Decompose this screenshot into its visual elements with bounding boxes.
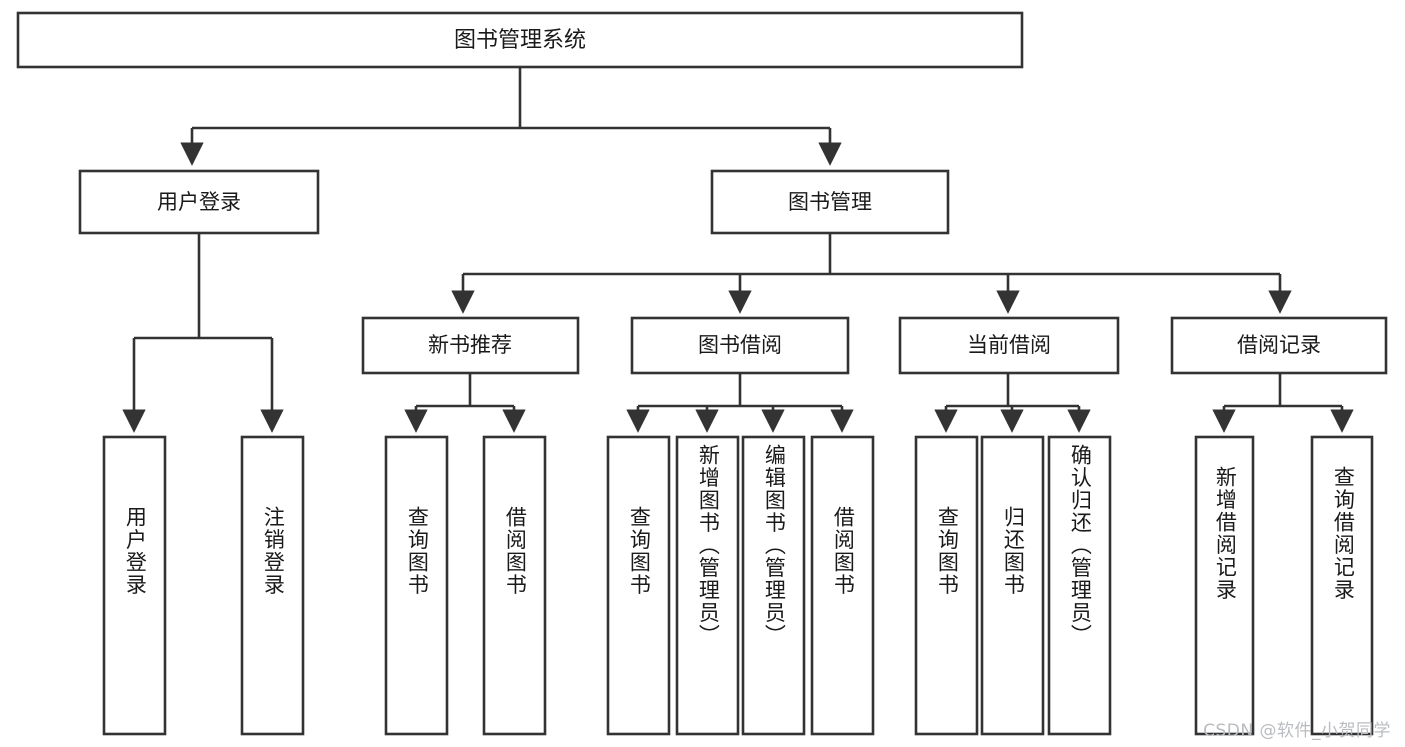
- node-borrow-record-box[interactable]: [1170, 316, 1388, 375]
- node-new-book-label: 新书推荐: [428, 333, 512, 357]
- node-book-manage-label: 图书管理: [788, 190, 872, 214]
- connector-group-current-borrow: [934, 373, 1091, 433]
- leaf-box-book-borrow-3[interactable]: [741, 435, 806, 736]
- watermark-text: CSDN @软件_小贺同学: [1203, 721, 1391, 741]
- leaf-box-borrow-record-2[interactable]: [1310, 435, 1374, 736]
- node-borrow-record-label: 借阅记录: [1237, 333, 1321, 357]
- node-current-borrow-box[interactable]: [898, 316, 1120, 375]
- connector-group-user-login: [122, 232, 284, 433]
- node-root-label: 图书管理系统: [454, 28, 586, 53]
- leaf-box-current-borrow-1[interactable]: [914, 435, 979, 736]
- node-new-book-box[interactable]: [361, 316, 580, 375]
- node-root-box[interactable]: [16, 11, 1024, 69]
- leaf-box-new-book-1[interactable]: [384, 435, 449, 736]
- leaf-box-book-borrow-4[interactable]: [810, 435, 875, 736]
- connector-group-new-book: [404, 373, 526, 433]
- node-current-borrow-label: 当前借阅: [967, 333, 1051, 357]
- leaf-box-book-borrow-2[interactable]: [675, 435, 740, 736]
- leaf-box-current-borrow-3[interactable]: [1047, 435, 1112, 736]
- connector-group-book-borrow: [626, 373, 854, 433]
- leaf-box-new-book-2[interactable]: [482, 435, 547, 736]
- node-book-borrow-box[interactable]: [630, 316, 850, 375]
- node-user-login-label: 用户登录: [157, 190, 241, 214]
- leaf-box-user-login-1[interactable]: [102, 435, 167, 736]
- node-book-manage-box[interactable]: [710, 169, 950, 235]
- connector-group-borrow-record: [1212, 373, 1354, 433]
- leaf-box-borrow-record-1[interactable]: [1194, 435, 1255, 736]
- leaf-box-current-borrow-2[interactable]: [980, 435, 1045, 736]
- leaf-box-book-borrow-1[interactable]: [606, 435, 671, 736]
- connector-group-root: [180, 67, 842, 166]
- node-book-borrow-label: 图书借阅: [698, 333, 782, 357]
- node-user-login-box[interactable]: [78, 169, 320, 235]
- leaf-box-user-login-2[interactable]: [240, 435, 305, 736]
- connector-group-book-manage: [451, 232, 1292, 314]
